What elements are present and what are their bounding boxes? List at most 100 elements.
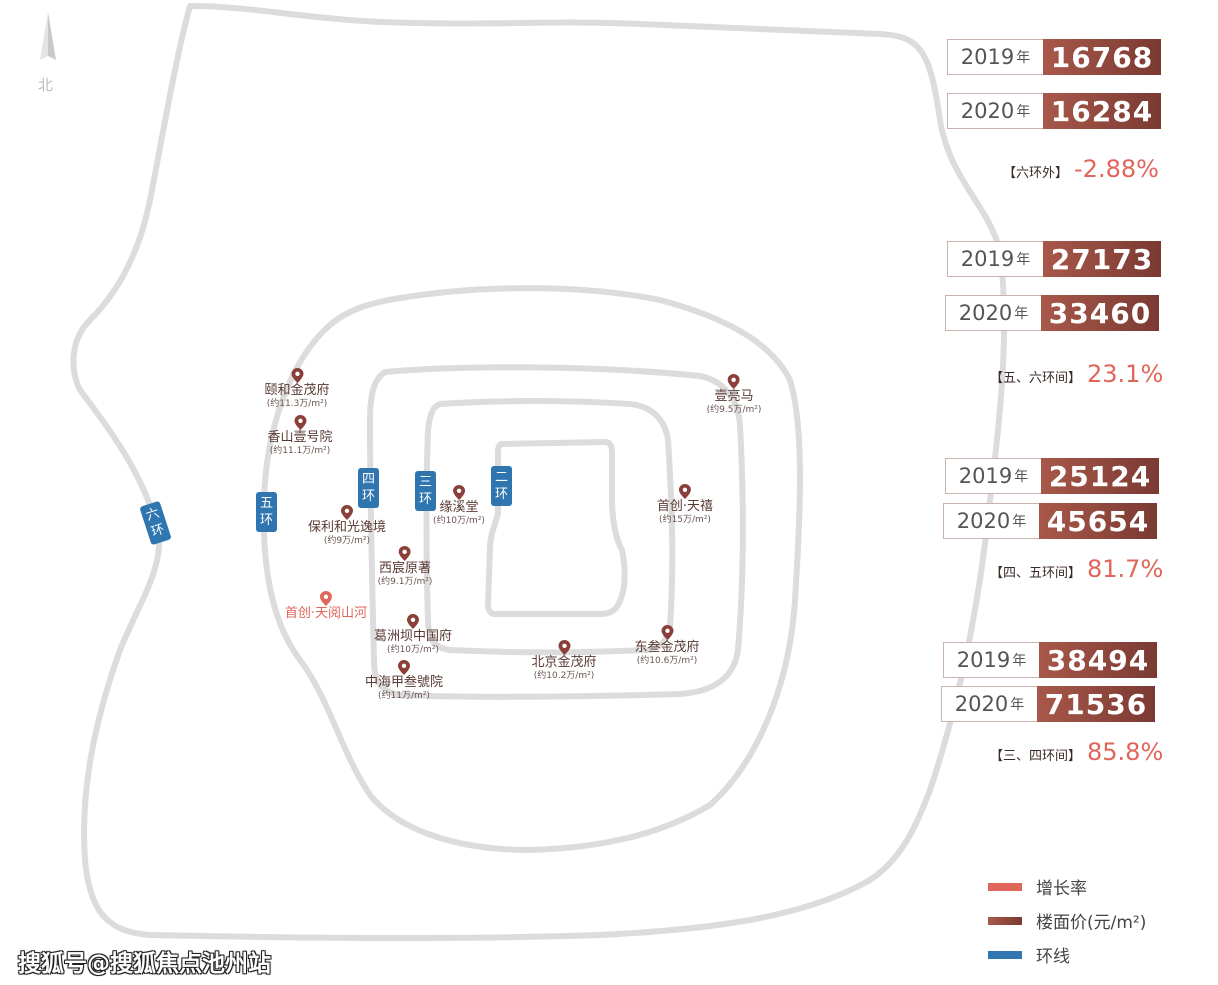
ring-label-second: 二环: [491, 466, 512, 506]
poi-xiangshan-yihaoyuan[interactable]: 香山壹号院 (约11.1万/m²): [267, 415, 333, 457]
map-pin-icon: [290, 368, 303, 383]
second-ring-road: [485, 439, 628, 617]
zone-label: 【六环外】: [1003, 166, 1069, 181]
poi-name: 保利和光逸境: [307, 520, 387, 535]
poi-name: 缘溪堂: [439, 500, 479, 515]
poi-shouchuang-tianyue-shanhe[interactable]: 首创·天阅山河: [285, 591, 367, 622]
poi-dongsan-jinmaofu[interactable]: 东叁金茂府 (约10.6万/m²): [634, 625, 700, 667]
poi-price: (约9万/m²): [323, 536, 371, 546]
poi-name: 葛洲坝中国府: [373, 629, 453, 644]
north-arrow-icon: [40, 12, 56, 60]
legend-item-floor-price: 楼面价(元/m²): [988, 908, 1146, 933]
poi-name: 香山壹号院: [267, 430, 333, 445]
zone-label: 【五、六环间】: [990, 371, 1082, 386]
poi-price: (约9.1万/m²): [377, 577, 433, 587]
legend-swatch: [988, 916, 1022, 925]
poi-yuanxitang[interactable]: 缘溪堂 (约10万/m²): [433, 485, 485, 527]
poi-yiliangma[interactable]: 壹亮马 (约9.5万/m²): [706, 374, 762, 416]
poi-price: (约11.3万/m²): [266, 399, 328, 409]
legend-label: 增长率: [1036, 879, 1087, 899]
legend-swatch: [988, 950, 1022, 959]
ring-label-fifth: 五环: [256, 492, 277, 532]
map-pin-icon: [660, 625, 673, 640]
legend-item-growth: 增长率: [988, 874, 1087, 899]
growth-rate: -2.88%: [1074, 155, 1159, 183]
poi-price: (约10万/m²): [433, 516, 485, 526]
poi-name: 壹亮马: [714, 389, 754, 404]
poi-gezhouba-zhongguofu[interactable]: 葛洲坝中国府 (约10万/m²): [374, 614, 452, 656]
poi-price: (约15万/m²): [659, 515, 711, 525]
poi-price: (约9.5万/m²): [706, 405, 762, 415]
poi-name: 中海甲叁號院: [364, 675, 444, 690]
zone-three-four-growth: 【三、四环间】 85.8%: [990, 738, 1163, 766]
map-pin-icon: [557, 640, 570, 655]
floor-price-value: 25124: [1041, 458, 1159, 494]
poi-name: 东叁金茂府: [634, 640, 700, 655]
poi-name: 首创·天禧: [656, 499, 714, 514]
floor-price-value: 33460: [1041, 295, 1159, 331]
floor-price-value: 45654: [1039, 503, 1157, 539]
zone-four-five-growth: 【四、五环间】 81.7%: [990, 555, 1163, 583]
legend-swatch: [988, 882, 1022, 891]
map-pin-icon: [399, 546, 411, 561]
poi-shouchuang-tianxi[interactable]: 首创·天禧 (约15万/m²): [657, 484, 713, 526]
sixth-ring-road: [70, 3, 1008, 942]
map-pin-icon: [319, 591, 332, 606]
ring-label-third: 三环: [415, 471, 436, 511]
poi-name: 颐和金茂府: [264, 383, 330, 398]
legend-label: 楼面价(元/m²): [1036, 913, 1147, 933]
watermark: 搜狐号@搜狐焦点池州站: [18, 951, 271, 977]
third-ring-road: [423, 398, 676, 656]
poi-yihe-jinmaofu[interactable]: 颐和金茂府 (约11.3万/m²): [264, 368, 330, 410]
map-pin-icon: [728, 374, 740, 389]
poi-price: (约10万/m²): [387, 645, 439, 655]
growth-rate: 23.1%: [1087, 360, 1164, 388]
growth-rate: 81.7%: [1087, 555, 1164, 583]
poi-price: (约10.6万/m²): [636, 656, 698, 666]
floor-price-value: 38494: [1039, 642, 1157, 678]
map-pin-icon: [678, 484, 691, 499]
poi-xichen-yuanzhu[interactable]: 西宸原著 (约9.1万/m²): [377, 546, 433, 588]
map-pin-icon: [452, 485, 465, 500]
floor-price-value: 27173: [1043, 241, 1161, 277]
poi-name: 西宸原著: [378, 561, 431, 576]
zone-five-six-growth: 【五、六环间】 23.1%: [990, 360, 1163, 388]
zone-outside-six-growth: 【六环外】 -2.88%: [1003, 155, 1159, 183]
floor-price-value: 71536: [1037, 686, 1155, 722]
fourth-ring-road: [367, 364, 746, 700]
poi-baoli-heguang-yijing[interactable]: 保利和光逸境 (约9万/m²): [308, 505, 386, 547]
ring-label-fourth: 四环: [358, 468, 379, 508]
poi-price: (约10.2万/m²): [533, 671, 595, 681]
map-pin-icon: [293, 415, 306, 430]
fifth-ring-road: [260, 285, 803, 853]
zone-label: 【三、四环间】: [990, 749, 1082, 764]
north-label: 北: [38, 76, 54, 94]
poi-price: (约11.1万/m²): [269, 446, 331, 456]
poi-price: (约11万/m²): [378, 691, 430, 701]
zone-label: 【四、五环间】: [990, 566, 1082, 581]
poi-beijing-jinmaofu[interactable]: 北京金茂府 (约10.2万/m²): [531, 640, 597, 682]
poi-name: 首创·天阅山河: [284, 606, 368, 621]
floor-price-value: 16284: [1043, 93, 1161, 129]
map-pin-icon: [340, 505, 353, 520]
legend-label: 环线: [1036, 947, 1070, 967]
legend-item-ring-road: 环线: [988, 942, 1070, 967]
growth-rate: 85.8%: [1087, 738, 1164, 766]
floor-price-value: 16768: [1043, 39, 1161, 75]
poi-zhonghai-jiasanhaoyuan[interactable]: 中海甲叁號院 (约11万/m²): [365, 660, 443, 702]
